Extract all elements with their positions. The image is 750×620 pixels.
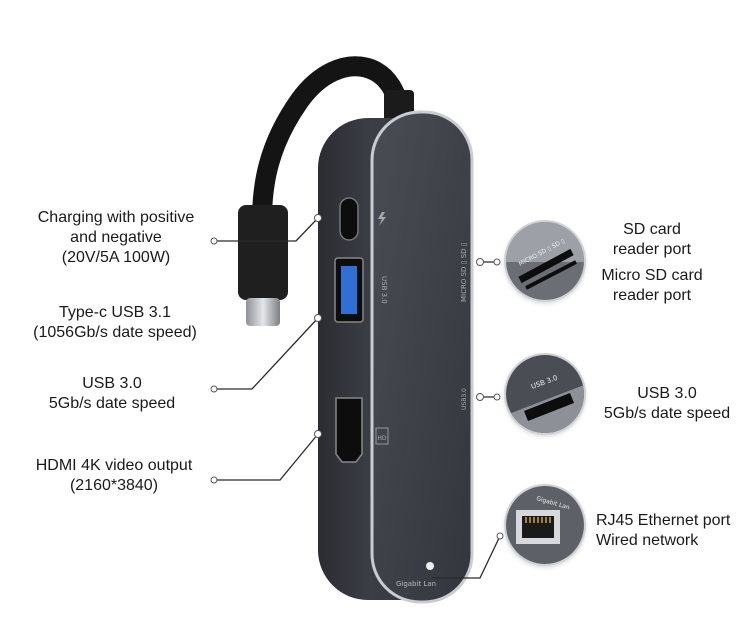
usb-a-port-insert <box>341 266 357 314</box>
typec-label: Type-c USB 3.1 (1056Gb/s date speed) <box>33 304 197 341</box>
usb-c-port <box>339 197 359 241</box>
leader-dots-left <box>210 214 322 484</box>
lan-text: Gigabit Lan <box>396 580 436 588</box>
hdmi-icon <box>375 427 389 445</box>
charging-label: Charging with positive and negative (20V… <box>37 209 195 266</box>
hdmi-label: HDMI 4K video output (2160*3840) <box>35 457 193 494</box>
usb-zoom: USB 3.0 <box>506 355 584 433</box>
leader-dots-right <box>476 258 504 540</box>
hdmi-port <box>335 397 363 463</box>
hdmi-icon-text: HD <box>377 435 387 442</box>
hub-face-edge <box>370 110 474 604</box>
card-slots-text: MICRO SD ▯ SD ▯ <box>460 242 468 302</box>
leader-lines-left <box>214 217 319 481</box>
sd-card-label: SD card reader port <box>612 221 692 258</box>
charging-bolt-icon <box>378 212 386 226</box>
lan-zoom: Gigabit Lan <box>506 486 584 564</box>
cable <box>252 56 411 230</box>
usb-c-plug-metal <box>246 298 280 326</box>
right-usb-text: USB3.0 <box>461 388 468 410</box>
rj45-label: RJ45 Ethernet port Wired network <box>596 512 731 549</box>
led-indicator <box>426 562 434 570</box>
usb-right-label: USB 3.0 5Gb/s date speed <box>603 385 731 422</box>
usb-left-label: USB 3.0 5Gb/s date speed <box>48 375 176 412</box>
usb-c-plug-boot <box>238 205 288 300</box>
sd-card-zoom: MICRO SD ▯ SD ▯ <box>506 222 584 300</box>
microsd-label: Micro SD card reader port <box>601 267 703 304</box>
usb-port-text: USB 3.0 <box>380 276 388 304</box>
hub-body-face <box>372 112 472 602</box>
